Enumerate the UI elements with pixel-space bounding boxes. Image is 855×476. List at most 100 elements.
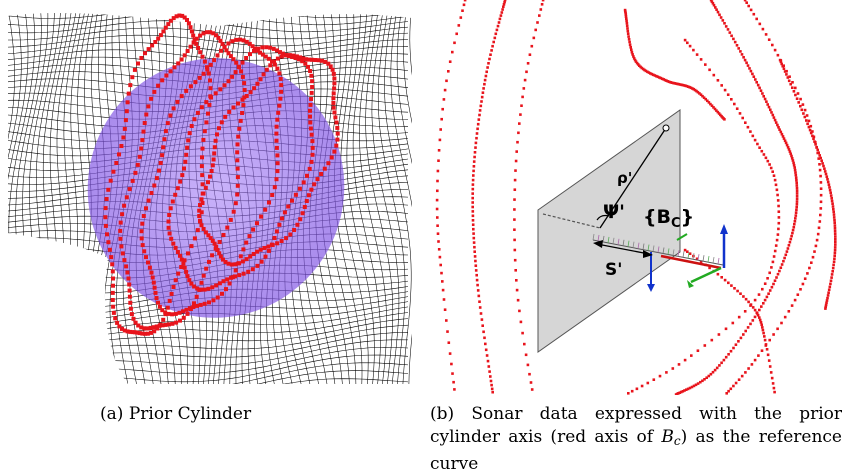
- sonar-point: [221, 279, 226, 284]
- sonar-point: [275, 48, 279, 53]
- mesh-line: [8, 332, 409, 363]
- sonar-point: [271, 46, 276, 51]
- sonar-point: [146, 198, 151, 203]
- sonar-point: [157, 304, 162, 309]
- sonar-point: [708, 68, 711, 72]
- sonar-point: [436, 216, 439, 219]
- axis-tick: [592, 233, 595, 241]
- sonar-point: [212, 151, 217, 156]
- sonar-point: [681, 390, 685, 393]
- s-distance-line: [596, 243, 650, 255]
- sonar-point: [207, 300, 211, 305]
- sonar-point: [163, 322, 168, 327]
- sonar-point: [259, 259, 264, 264]
- sonar-point: [436, 179, 439, 183]
- sonar-point: [270, 193, 275, 197]
- sonar-point: [480, 318, 484, 321]
- sonar-point: [217, 281, 222, 286]
- sonar-point: [818, 163, 821, 166]
- sonar-point: [250, 267, 255, 272]
- sonar-point: [822, 164, 825, 168]
- sonar-point: [171, 106, 176, 111]
- sonar-point: [197, 75, 202, 80]
- sonar-point: [200, 201, 205, 205]
- sonar-point: [795, 189, 799, 193]
- sonar-point: [184, 88, 189, 93]
- sonar-point: [801, 282, 805, 286]
- sonar-point: [834, 243, 837, 246]
- sonar-point: [785, 143, 789, 147]
- sonar-point: [278, 50, 282, 55]
- sonar-point: [832, 260, 836, 264]
- sonar-point: [634, 60, 638, 63]
- sonar-point: [716, 10, 720, 14]
- sonar-point: [472, 232, 475, 235]
- sonar-point: [830, 197, 833, 200]
- sonar-point: [166, 311, 171, 316]
- sonar-point: [715, 366, 719, 370]
- sonar-point: [692, 384, 696, 388]
- sonar-point: [226, 41, 231, 46]
- sonar-point: [720, 84, 723, 87]
- sonar-point: [729, 387, 733, 391]
- sonar-point: [472, 169, 475, 173]
- sonar-point: [255, 263, 260, 268]
- sonar-point: [149, 270, 154, 275]
- sonar-point: [188, 25, 193, 30]
- sonar-point: [684, 84, 687, 88]
- sonar-point: [117, 324, 122, 329]
- sonar-point: [260, 45, 265, 50]
- sonar-point: [334, 143, 339, 148]
- sonar-point: [767, 38, 771, 41]
- sonar-point: [290, 198, 294, 203]
- sonar-point: [442, 298, 446, 301]
- sonar-point: [834, 240, 837, 244]
- sonar-point: [140, 221, 145, 226]
- sonar-point: [274, 145, 279, 150]
- mesh-line: [371, 13, 400, 384]
- sonar-point: [796, 92, 800, 95]
- sonar-point: [153, 40, 158, 44]
- sonar-point: [692, 48, 695, 52]
- sonar-point: [783, 139, 787, 143]
- sonar-point: [203, 185, 208, 190]
- sonar-point: [210, 238, 215, 243]
- sonar-point: [701, 379, 704, 383]
- sonar-point: [208, 30, 213, 35]
- sonar-point: [787, 79, 791, 83]
- sonar-point: [784, 141, 788, 145]
- sonar-point: [172, 65, 177, 70]
- sonar-point: [277, 222, 282, 227]
- axis-tick-marks: [592, 233, 725, 266]
- sonar-point: [210, 163, 215, 168]
- sonar-point: [450, 362, 453, 366]
- sonar-point: [709, 372, 713, 376]
- sonar-point: [139, 146, 144, 151]
- caption-figure-a: (a) Prior Cylinder: [100, 403, 330, 426]
- sonar-point: [791, 81, 794, 84]
- sonar-point: [540, 3, 544, 6]
- sonar-point: [283, 53, 288, 58]
- caption-b-label: (b): [430, 404, 455, 424]
- sonar-point: [231, 57, 236, 62]
- sonar-point: [156, 83, 161, 88]
- sonar-point: [461, 9, 464, 12]
- sonar-point: [828, 186, 831, 189]
- sonar-point: [149, 330, 153, 335]
- sonar-point: [704, 63, 707, 66]
- sonar-point: [526, 62, 530, 65]
- sonar-point: [335, 137, 340, 142]
- sonar-point: [447, 341, 451, 344]
- sonar-point: [220, 42, 225, 47]
- sonar-point: [152, 285, 157, 290]
- sonar-point: [293, 192, 298, 197]
- sonar-point: [473, 245, 476, 249]
- sonar-point: [832, 216, 836, 219]
- sonar-point: [652, 73, 655, 77]
- sonar-point: [312, 182, 317, 187]
- sonar-point: [749, 8, 753, 12]
- sonar-point: [742, 56, 745, 59]
- sonar-point: [760, 305, 763, 308]
- sonar-point: [225, 225, 230, 230]
- sonar-point: [129, 312, 134, 317]
